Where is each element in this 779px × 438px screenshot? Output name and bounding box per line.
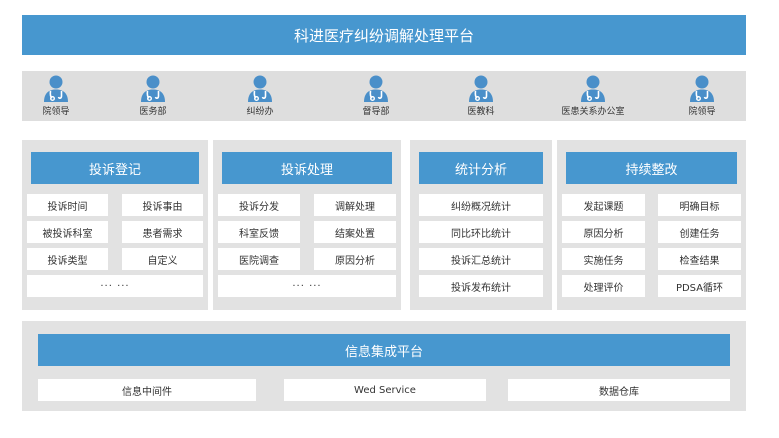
- module-item: 创建任务: [658, 221, 741, 243]
- integration-platform-panel: 信息集成平台 信息中间件 Wed Service 数据仓库: [22, 321, 746, 411]
- doctor-icon: [140, 75, 166, 103]
- integration-platform-title: 信息集成平台: [38, 334, 730, 366]
- module-item: 纠纷概况统计: [419, 194, 543, 216]
- module-item: 检查结果: [658, 248, 741, 270]
- role-label: 院领导: [688, 107, 716, 117]
- role-1: 院领导: [11, 75, 101, 117]
- module-item: 投诉发布统计: [419, 275, 543, 297]
- module-item: 发起课题: [562, 194, 645, 216]
- module-item: 调解处理: [314, 194, 396, 216]
- module-complaint-handling: 投诉处理投诉分发调解处理科室反馈结案处置医院调查原因分析 ··· ···: [213, 140, 401, 310]
- role-label: 督导部: [362, 107, 390, 117]
- module-title: 统计分析: [419, 152, 543, 184]
- module-item: 投诉分发: [218, 194, 300, 216]
- platform-item-web-service: Wed Service: [284, 379, 486, 401]
- module-item: 医院调查: [218, 248, 300, 270]
- module-complaint-registration: 投诉登记投诉时间投诉事由被投诉科室患者需求投诉类型自定义 ··· ···: [22, 140, 208, 310]
- module-item: 同比环比统计: [419, 221, 543, 243]
- module-item: 被投诉科室: [27, 221, 108, 243]
- module-item: 科室反馈: [218, 221, 300, 243]
- platform-title: 科进医疗纠纷调解处理平台: [22, 15, 746, 55]
- module-item: 自定义: [122, 248, 203, 270]
- role-2: 医务部: [108, 75, 198, 117]
- module-item: 处理评价: [562, 275, 645, 297]
- role-label: 院领导: [42, 107, 70, 117]
- more-items-ellipsis: ··· ···: [218, 275, 396, 297]
- role-label: 医患关系办公室: [561, 107, 625, 117]
- module-item: 投诉汇总统计: [419, 248, 543, 270]
- role-7: 院领导: [657, 75, 747, 117]
- module-item: 投诉事由: [122, 194, 203, 216]
- module-item: PDSA循环: [658, 275, 741, 297]
- doctor-icon: [689, 75, 715, 103]
- platform-item-data-warehouse: 数据仓库: [508, 379, 730, 401]
- module-item: 结案处置: [314, 221, 396, 243]
- module-item: 投诉时间: [27, 194, 108, 216]
- module-item: 原因分析: [314, 248, 396, 270]
- module-title: 持续整改: [566, 152, 737, 184]
- role-5: 医教科: [436, 75, 526, 117]
- role-4: 督导部: [331, 75, 421, 117]
- doctor-icon: [580, 75, 606, 103]
- module-title: 投诉登记: [31, 152, 199, 184]
- module-item: 明确目标: [658, 194, 741, 216]
- role-label: 医教科: [467, 107, 495, 117]
- doctor-icon: [468, 75, 494, 103]
- module-statistical-analysis: 统计分析纠纷概况统计同比环比统计投诉汇总统计投诉发布统计: [410, 140, 552, 310]
- role-label: 纠纷办: [246, 107, 274, 117]
- doctor-icon: [363, 75, 389, 103]
- module-continuous-improvement: 持续整改发起课题明确目标原因分析创建任务实施任务检查结果处理评价 PDSA循环: [557, 140, 746, 310]
- module-title: 投诉处理: [222, 152, 392, 184]
- module-item: 投诉类型: [27, 248, 108, 270]
- role-3: 纠纷办: [215, 75, 305, 117]
- doctor-icon: [247, 75, 273, 103]
- module-item: 患者需求: [122, 221, 203, 243]
- module-item: 原因分析: [562, 221, 645, 243]
- doctor-icon: [43, 75, 69, 103]
- role-label: 医务部: [139, 107, 167, 117]
- roles-panel: 院领导 医务部 纠纷办 督导部 医教科 医患关系办公室 院领导: [22, 71, 746, 121]
- role-6: 医患关系办公室: [548, 75, 638, 117]
- more-items-ellipsis: ··· ···: [27, 275, 203, 297]
- module-item: 实施任务: [562, 248, 645, 270]
- platform-item-middleware: 信息中间件: [38, 379, 256, 401]
